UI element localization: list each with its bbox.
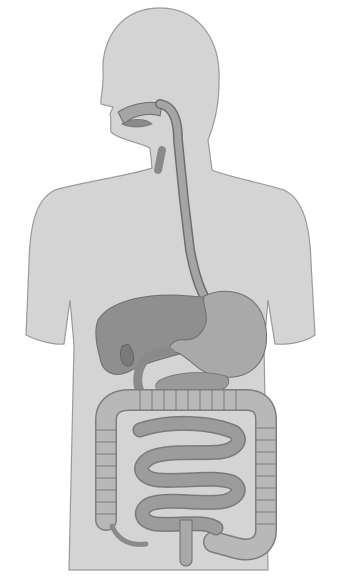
- rectum: [180, 520, 192, 566]
- trachea: [158, 150, 162, 170]
